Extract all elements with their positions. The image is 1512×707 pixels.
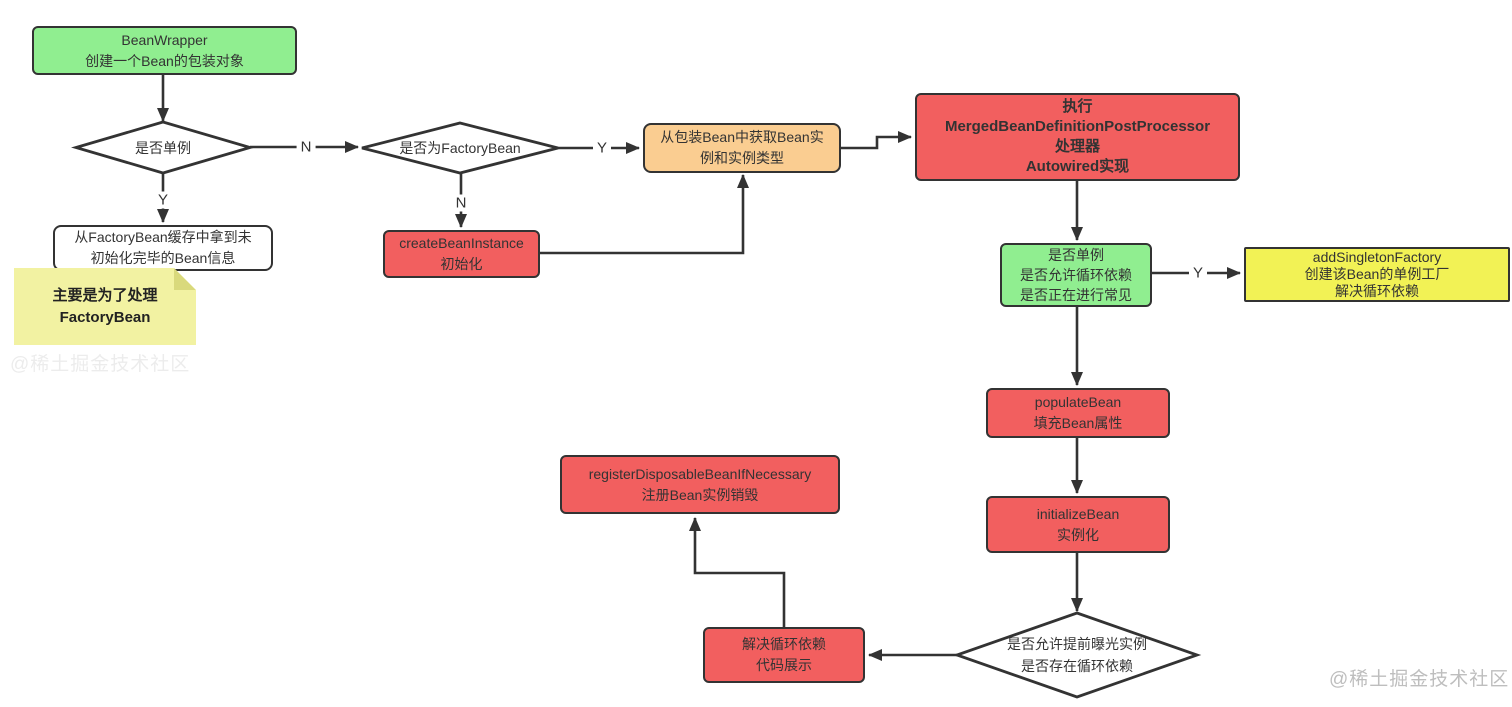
node-line: 从包装Bean中获取Bean实 (660, 129, 824, 145)
node-line: 创建一个Bean的包装对象 (85, 52, 244, 69)
node-merged-bean-definition-post-processor: 执行 MergedBeanDefinitionPostProcessor 处理器… (915, 93, 1240, 181)
node-line: 从FactoryBean缓存中拿到未 (74, 229, 252, 245)
diamond-label-text: 是否为FactoryBean (399, 140, 521, 156)
node-line: 填充Bean属性 (1033, 415, 1123, 431)
diamond-early-exposure-label: 是否允许提前曝光实例 是否存在循环依赖 (957, 613, 1197, 697)
sticky-note: 主要是为了处理 FactoryBean (14, 268, 196, 345)
diamond-is-singleton-label: 是否单例 (76, 122, 250, 173)
diamond-label-line: 是否存在循环依赖 (1021, 658, 1133, 674)
node-line: MergedBeanDefinitionPostProcessor (944, 118, 1211, 135)
node-line: Autowired实现 (1025, 158, 1130, 175)
watermark: @稀土掘金技术社区 (1329, 669, 1510, 690)
edge-resolvecircular-to-registerdisposable (689, 517, 786, 627)
edge-label-singleton-no: N (296, 138, 316, 156)
node-line: 初始化完毕的Bean信息 (90, 250, 236, 266)
edge-getbean-to-mergedprocessor (841, 131, 912, 150)
diamond-label-text: 是否单例 (135, 139, 191, 156)
edge-label-factorybean-no: N (451, 194, 471, 212)
node-line: 解决循环依赖 (1335, 283, 1419, 299)
node-initialize-bean: initializeBean 实例化 (986, 496, 1170, 553)
node-singleton-circular-check: 是否单例 是否允许循环依赖 是否正在进行常见 (1000, 243, 1152, 307)
node-line: populateBean (1034, 394, 1122, 410)
sticky-note-line: 主要是为了处理 (52, 286, 158, 304)
node-factorybean-cache: 从FactoryBean缓存中拿到未 初始化完毕的Bean信息 (53, 225, 273, 271)
node-line: 执行 (1062, 98, 1093, 115)
node-register-disposable-bean: registerDisposableBeanIfNecessary 注册Bean… (560, 455, 840, 514)
watermark-faint: @稀土掘金技术社区 (10, 354, 191, 375)
node-line: 创建该Bean的单例工厂 (1304, 266, 1450, 282)
node-resolve-circular-dependency: 解决循环依赖 代码展示 (703, 627, 865, 683)
node-line: 处理器 (1054, 138, 1100, 155)
node-get-bean-from-wrapper: 从包装Bean中获取Bean实 例和实例类型 (643, 123, 841, 173)
node-line: addSingletonFactory (1312, 249, 1442, 265)
diamond-early-exposure-shape (952, 611, 1202, 699)
node-line: 是否单例 (1048, 247, 1104, 263)
node-line: registerDisposableBeanIfNecessary (588, 465, 812, 482)
node-bean-wrapper: BeanWrapper 创建一个Bean的包装对象 (32, 26, 297, 75)
node-populate-bean: populateBean 填充Bean属性 (986, 388, 1170, 438)
edge-label-factorybean-yes: Y (592, 139, 612, 157)
node-add-singleton-factory: addSingletonFactory 创建该Bean的单例工厂 解决循环依赖 (1244, 247, 1510, 302)
diamond-is-factorybean-shape (361, 121, 559, 175)
node-line: 代码展示 (756, 657, 812, 673)
node-line: 注册Bean实例销毁 (641, 486, 759, 503)
node-line: initializeBean (1036, 505, 1120, 522)
node-line: 是否正在进行常见 (1020, 287, 1132, 303)
edge-createbeaninstance-to-getbean (540, 174, 749, 255)
diamond-label-line: 是否允许提前曝光实例 (1007, 636, 1147, 652)
edge-label-singleton-yes: Y (153, 191, 173, 209)
node-line: createBeanInstance (399, 235, 524, 251)
edge-label-circular-yes: Y (1188, 264, 1208, 282)
sticky-note-line: FactoryBean (59, 308, 151, 326)
node-create-bean-instance: createBeanInstance 初始化 (383, 230, 540, 278)
node-line: 初始化 (440, 256, 483, 272)
diamond-is-singleton-shape (71, 120, 255, 175)
node-line: 例和实例类型 (700, 150, 784, 166)
node-line: 是否允许循环依赖 (1020, 267, 1132, 283)
node-line: 实例化 (1057, 526, 1099, 543)
node-line: BeanWrapper (121, 31, 208, 48)
node-line: 解决循环依赖 (742, 636, 826, 652)
diamond-is-factorybean-label: 是否为FactoryBean (362, 123, 558, 173)
